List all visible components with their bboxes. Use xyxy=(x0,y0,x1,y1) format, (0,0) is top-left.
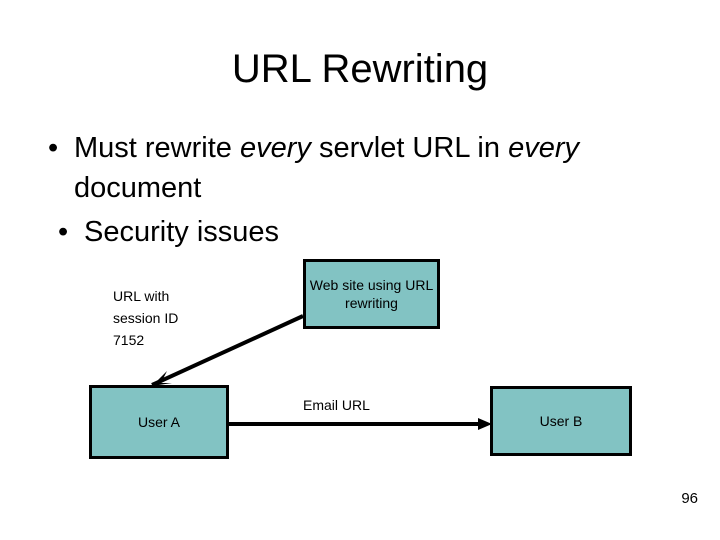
diagram-box-user-a[interactable]: User A xyxy=(89,385,229,459)
diagram-label-url-session-id: URL with session ID 7152 xyxy=(113,288,179,348)
page-title: URL Rewriting xyxy=(231,47,489,91)
bullet-item: • Must rewrite every servlet URL in ever… xyxy=(28,128,688,208)
diagram-box-user-b[interactable]: User B xyxy=(490,386,632,456)
bullet-marker-icon: • xyxy=(48,132,59,164)
bullet-marker-icon: • xyxy=(58,216,69,248)
bullet-segment: Must rewrite xyxy=(74,132,240,164)
bullet-segment: document xyxy=(74,172,202,204)
diagram-label-email-url: Email URL xyxy=(303,397,370,413)
bullet-segment-emphasis: every xyxy=(508,132,579,164)
diagram-box-website[interactable]: Web site using URL rewriting xyxy=(303,259,440,329)
arrowhead-website-to-user-a xyxy=(152,371,172,386)
bullet-item: • Security issues xyxy=(28,212,688,252)
bullet-item-label: Security issues xyxy=(84,216,280,248)
bullet-list: • Must rewrite every servlet URL in ever… xyxy=(28,128,688,252)
bullet-item-label: Must rewrite every servlet URL in every … xyxy=(74,132,579,204)
page-number: 96 xyxy=(681,490,698,507)
bullet-segment-emphasis: every xyxy=(239,132,311,164)
bullet-segment: servlet URL in xyxy=(310,132,509,164)
